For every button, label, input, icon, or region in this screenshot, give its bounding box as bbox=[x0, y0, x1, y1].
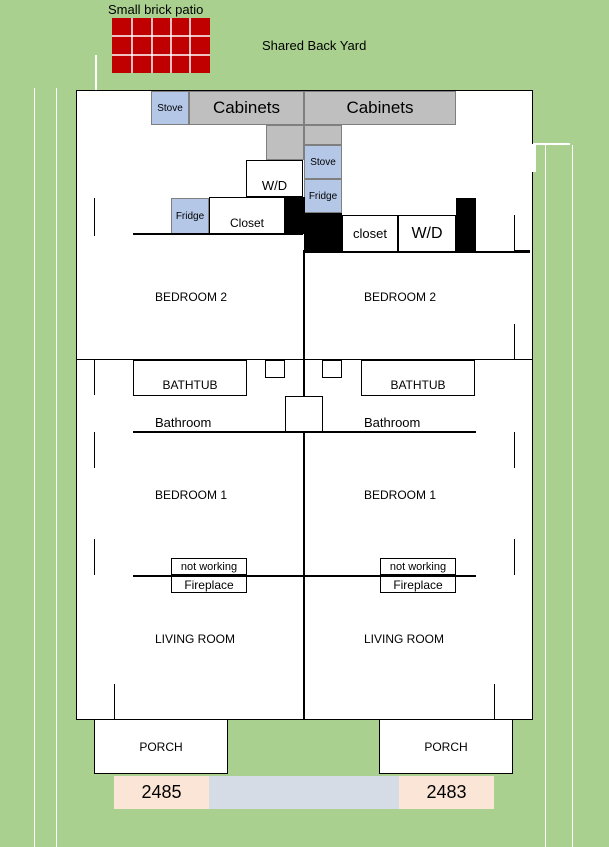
wd-left: W/D bbox=[246, 160, 303, 197]
closet-left: Closet bbox=[209, 197, 285, 234]
chimney-right bbox=[456, 198, 476, 252]
closet-door-right bbox=[370, 243, 380, 253]
bathroom-right-label: Bathroom bbox=[364, 415, 421, 430]
yard-label: Shared Back Yard bbox=[262, 38, 367, 53]
fence-line bbox=[95, 55, 97, 90]
closet-left-label: Closet bbox=[229, 215, 264, 230]
fence-line bbox=[572, 145, 573, 847]
window-mark bbox=[514, 432, 515, 468]
stove-left: Stove bbox=[151, 91, 189, 125]
bathtub-right: BATHTUB bbox=[361, 360, 475, 396]
bathroom-left-label: Bathroom bbox=[155, 415, 212, 430]
patio-label: Small brick patio bbox=[108, 2, 204, 17]
bedroom1-left-label: BEDROOM 1 bbox=[155, 488, 228, 502]
address-left: 2485 bbox=[114, 776, 209, 809]
cabinets-left-label: Cabinets bbox=[212, 98, 281, 117]
cabinets-right: Cabinets bbox=[304, 91, 456, 125]
party-wall bbox=[303, 250, 305, 720]
address-right-number: 2483 bbox=[426, 782, 467, 802]
window-mark bbox=[514, 215, 515, 251]
cabinet-corner-right bbox=[304, 125, 342, 145]
wall-line-left-kitchen bbox=[133, 233, 303, 235]
walkway bbox=[209, 776, 399, 809]
chimney-center bbox=[304, 213, 342, 251]
address-right: 2483 bbox=[399, 776, 494, 809]
bath-wall-top bbox=[77, 359, 532, 360]
not-working-right: not working bbox=[380, 558, 456, 575]
fence-line bbox=[545, 145, 546, 847]
cabinets-left: Cabinets bbox=[189, 91, 304, 125]
bath-wall-bottom bbox=[133, 431, 476, 433]
bedroom2-right-label: BEDROOM 2 bbox=[364, 290, 437, 304]
brick-patio bbox=[112, 18, 210, 73]
fridge-left: Fridge bbox=[171, 198, 209, 234]
closet-right-label: closet bbox=[353, 226, 387, 241]
address-left-number: 2485 bbox=[141, 782, 182, 802]
fridge-right: Fridge bbox=[304, 179, 342, 213]
sink-left bbox=[265, 360, 285, 378]
window-mark bbox=[514, 324, 515, 360]
living-wall bbox=[133, 575, 476, 577]
bedroom1-right-label: BEDROOM 1 bbox=[364, 488, 437, 502]
window-mark bbox=[514, 539, 515, 575]
window-mark bbox=[94, 198, 95, 236]
wd-left-label: W/D bbox=[261, 178, 288, 193]
door-mark bbox=[114, 684, 115, 720]
window-mark bbox=[94, 359, 95, 395]
wd-right: W/D bbox=[398, 215, 456, 252]
cabinet-corner-left bbox=[266, 125, 304, 160]
bedroom2-left-label: BEDROOM 2 bbox=[155, 290, 228, 304]
porch-right: PORCH bbox=[379, 719, 513, 774]
fireplace-left: Fireplace bbox=[171, 576, 247, 593]
window-mark bbox=[94, 539, 95, 575]
not-working-left: not working bbox=[171, 558, 247, 575]
fence-line bbox=[34, 88, 35, 847]
window-mark bbox=[514, 250, 530, 251]
chimney-left bbox=[285, 197, 305, 234]
toilet-shared bbox=[285, 396, 323, 432]
wall-line-right-kitchen bbox=[304, 251, 530, 253]
bathtub-left: BATHTUB bbox=[133, 360, 247, 396]
window-mark bbox=[94, 432, 95, 468]
cabinets-right-label: Cabinets bbox=[346, 98, 414, 117]
door-mark bbox=[494, 684, 495, 720]
back-door-gap bbox=[530, 144, 536, 172]
living-left-label: LIVING ROOM bbox=[155, 632, 236, 646]
fence-line bbox=[530, 143, 570, 145]
sink-right bbox=[322, 360, 342, 378]
porch-left: PORCH bbox=[94, 719, 228, 774]
brick-pattern bbox=[112, 18, 210, 73]
fence-line bbox=[56, 88, 57, 847]
living-right-label: LIVING ROOM bbox=[364, 632, 445, 646]
fireplace-right: Fireplace bbox=[380, 576, 456, 593]
stove-right: Stove bbox=[304, 145, 342, 179]
wd-right-label: W/D bbox=[411, 224, 443, 242]
